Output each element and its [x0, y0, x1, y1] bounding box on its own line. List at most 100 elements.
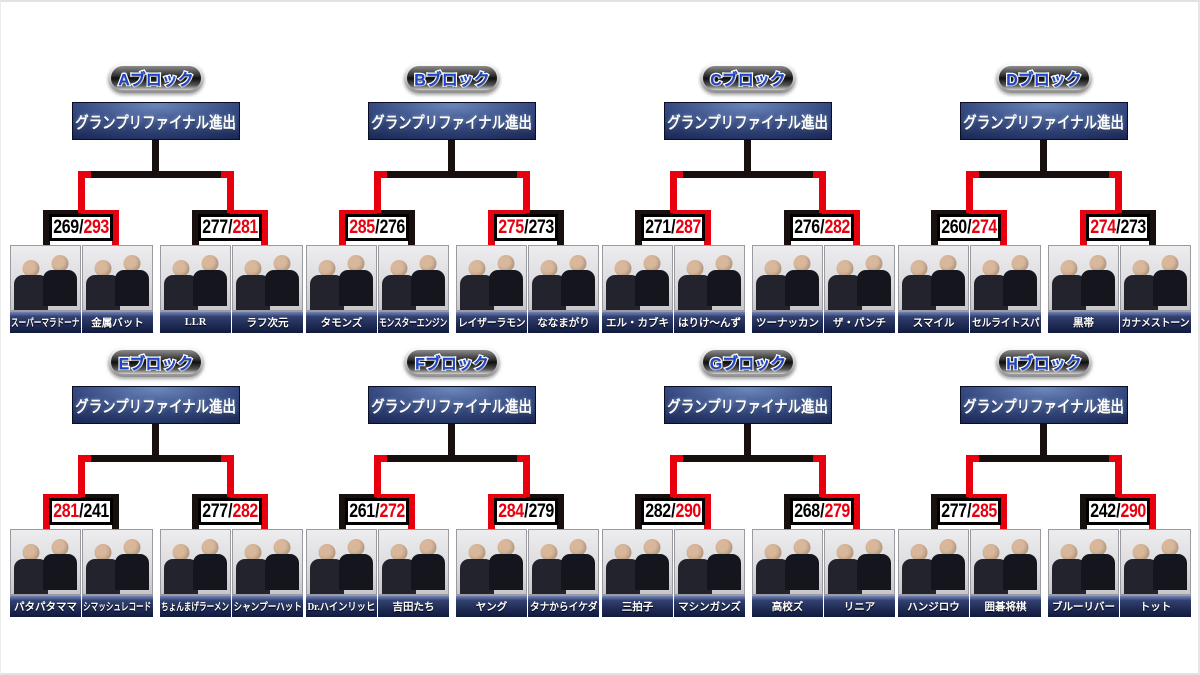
score-right: 281 — [232, 216, 258, 238]
score-text: 242/290 — [1090, 501, 1146, 523]
score-box: 282/290 — [641, 498, 705, 525]
team-name-plate: ザ・パンチ — [824, 311, 895, 333]
team-name-plate: ななまがり — [528, 311, 599, 333]
match-leg-left — [635, 494, 642, 531]
person-silhouette — [785, 255, 819, 310]
bracket-right-drop-line — [1109, 171, 1122, 213]
team-photo — [160, 245, 231, 311]
team-card: 黒帯 — [1048, 245, 1119, 333]
final-advance-banner: グランプリファイナル進出 — [664, 386, 832, 424]
team-card: シマッシュレコード — [82, 529, 153, 617]
team-photo — [528, 245, 599, 311]
match-leg-right — [1000, 494, 1007, 531]
match-bar-left — [488, 494, 526, 501]
bracket-stem-line — [448, 140, 455, 178]
team-name-plate: トット — [1120, 595, 1191, 617]
match-leg-right — [1000, 210, 1007, 247]
score-separator: / — [523, 500, 529, 522]
score-separator: / — [966, 500, 972, 522]
team-name: マシンガンズ — [678, 602, 741, 613]
match-leg-left — [192, 210, 199, 247]
team-photo — [602, 245, 673, 311]
team-card: ザ・パンチ — [824, 245, 895, 333]
match-leg-right — [704, 210, 711, 247]
score-right: 274 — [971, 216, 997, 238]
match-bar-right — [1118, 494, 1156, 501]
match-bar-right — [230, 210, 268, 217]
bracket-left-drop-line — [374, 171, 387, 213]
bracket-right-drop-line — [221, 171, 234, 213]
team-name: LLR — [184, 317, 207, 328]
bracket-left-drop-line — [670, 455, 683, 497]
score-left: 281 — [53, 500, 79, 522]
score-separator: / — [78, 500, 84, 522]
team-name-plate: ツーナッカン — [752, 311, 823, 333]
team-card: スーパーマラドーナ — [10, 245, 81, 333]
team-name-plate: スーパーマラドーナ — [10, 311, 81, 333]
bracket-stem-line — [448, 424, 455, 462]
score-right: 290 — [675, 500, 701, 522]
score-separator: / — [966, 216, 972, 238]
team-photo — [752, 529, 823, 595]
team-name: エル・カブキ — [606, 318, 669, 329]
bracket-left-drop-line — [374, 455, 387, 497]
block-label-pill: Fブロック — [404, 347, 500, 377]
match-leg-left — [635, 210, 642, 247]
team-name: カナメストーン — [1121, 318, 1190, 329]
team-photo — [674, 529, 745, 595]
bracket-stem-line — [744, 140, 751, 178]
team-card: 金属バット — [82, 245, 153, 333]
semifinal-match-left: 282/290 — [635, 494, 711, 531]
match-bar-left — [1080, 210, 1118, 217]
team-card: ヤング — [456, 529, 527, 617]
final-advance-label: グランプリファイナル進出 — [963, 399, 1125, 416]
team-photo — [456, 529, 527, 595]
score-separator: / — [1115, 216, 1121, 238]
team-row: エル・カブキ はりけ〜んず ツーナッカン ザ・パンチ — [602, 245, 895, 333]
score-text: 271/287 — [645, 217, 701, 239]
score-left: 260 — [941, 216, 967, 238]
team-card: エル・カブキ — [602, 245, 673, 333]
score-text: 275/273 — [498, 217, 554, 239]
team-name-plate: ハンジロウ — [898, 595, 969, 617]
team-card: ハンジロウ — [898, 529, 969, 617]
match-leg-left — [43, 494, 50, 531]
team-name: セルライトスパ — [971, 318, 1040, 329]
team-row: ハンジロウ 囲碁将棋 ブルーリバー トット — [898, 529, 1191, 617]
semifinal-match-right: 284/279 — [488, 494, 564, 531]
team-name: パタパタママ — [14, 602, 77, 613]
team-name: ハンジロウ — [907, 602, 960, 613]
team-row: パタパタママ シマッシュレコード ちょんまげラーメン シャンプーハット — [10, 529, 303, 617]
match-bar-left — [192, 494, 230, 501]
match-bar-left — [635, 494, 673, 501]
bracket-top-bar — [374, 171, 530, 178]
bracket-left-drop-line — [966, 171, 979, 213]
person-silhouette — [785, 539, 819, 594]
score-text: 285/276 — [349, 217, 405, 239]
person-silhouette — [115, 255, 149, 310]
team-card: セルライトスパ — [970, 245, 1041, 333]
person-silhouette — [339, 255, 373, 310]
team-name: タモンズ — [320, 318, 363, 329]
match-bar-left — [784, 210, 822, 217]
score-text: 260/274 — [941, 217, 997, 239]
match-bar-right — [969, 494, 1007, 501]
match-bar-right — [81, 210, 119, 217]
score-right: 285 — [971, 500, 997, 522]
person-silhouette — [193, 539, 227, 594]
team-name-plate: ヤング — [456, 595, 527, 617]
score-box: 285/276 — [345, 214, 409, 241]
match-leg-right — [112, 494, 119, 531]
team-photo — [898, 245, 969, 311]
score-left: 261 — [349, 500, 375, 522]
block-label-pill-inner: Hブロック — [999, 350, 1089, 374]
tournament-block: Eブロック グランプリファイナル進出 281/241 277/282 パタパタマ… — [8, 347, 304, 617]
bracket-top-bar — [670, 171, 826, 178]
score-box: 268/279 — [790, 498, 854, 525]
match-leg-left — [931, 210, 938, 247]
team-row: スマイル セルライトスパ 黒帯 カナメストーン — [898, 245, 1191, 333]
score-text: 268/279 — [794, 501, 850, 523]
score-box: 261/272 — [345, 498, 409, 525]
match-leg-right — [853, 494, 860, 531]
score-left: 276 — [794, 216, 820, 238]
